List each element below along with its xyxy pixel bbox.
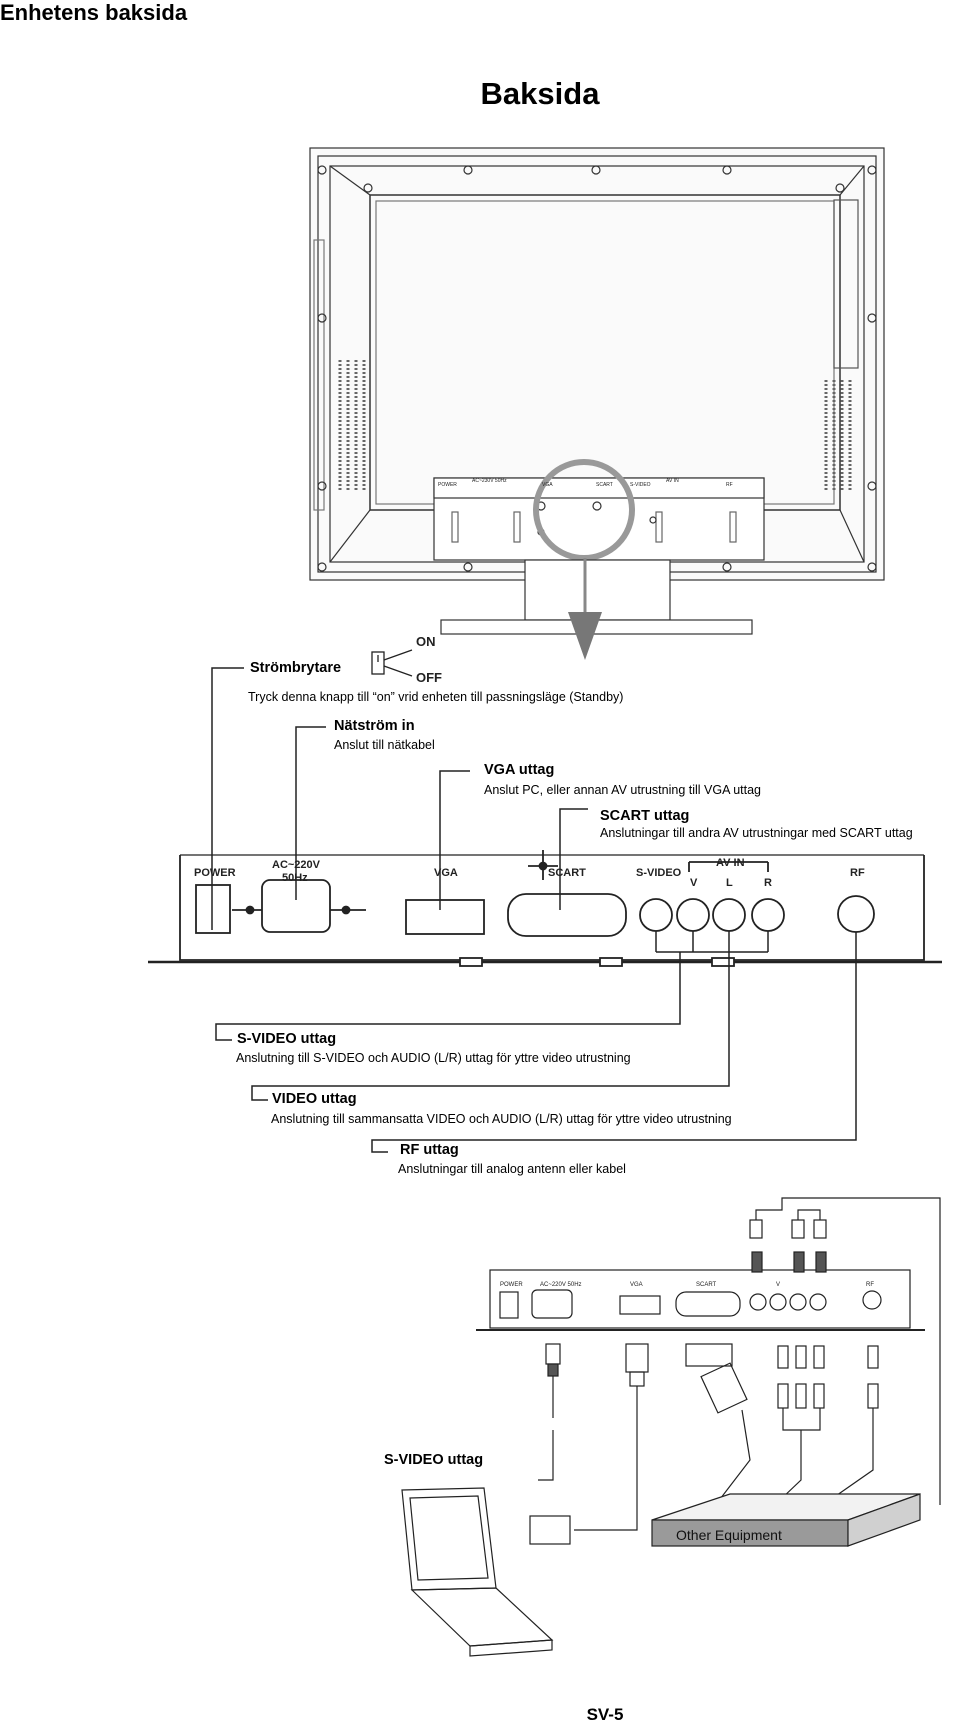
callout-desc-vga: Anslut PC, eller annan AV utrustning til…: [484, 783, 762, 797]
callout-desc-strombrytare: Tryck denna knapp till “on” vrid enheten…: [248, 690, 624, 704]
callout-title-video: VIDEO uttag: [272, 1091, 357, 1107]
tv-label-avin: AV IN: [666, 478, 679, 484]
page-title: Baksida: [480, 76, 600, 111]
connector-panel: [148, 850, 942, 967]
connector-panel-labels: POWER AC~220V 50Hz VGA SCART S-VIDEO AV …: [194, 857, 865, 889]
panel-label-avin: AV IN: [716, 857, 745, 869]
callout-lines-top: [211, 667, 588, 930]
svideo-uttag-label: S-VIDEO uttag: [384, 1452, 484, 1468]
tv-label-svideo: S-VIDEO: [630, 482, 651, 488]
panel-label-rf: RF: [850, 867, 865, 879]
diag-label-vga: VGA: [630, 1282, 643, 1288]
tv-label-ac: AC~230V 50Hz: [472, 478, 507, 484]
down-arrow-icon: [568, 612, 602, 660]
page-number: SV-5: [586, 1705, 624, 1724]
page-heading: Enhetens baksida: [0, 0, 188, 25]
panel-label-v: V: [690, 877, 698, 889]
callout-title-scart: SCART uttag: [600, 808, 690, 824]
panel-label-power: POWER: [194, 867, 236, 879]
connection-diagram-labels: POWER AC~220V 50Hz VGA SCART V RF Other …: [500, 1282, 874, 1543]
callout-desc-natstrom: Anslut till nätkabel: [334, 738, 435, 752]
switch-on-label: ON: [416, 634, 436, 649]
panel-label-scart: SCART: [548, 867, 586, 879]
diag-label-scart: SCART: [696, 1282, 717, 1288]
tv-back-illustration: [309, 147, 885, 635]
panel-label-vga: VGA: [434, 867, 458, 879]
tv-label-vga: VGA: [542, 482, 553, 488]
panel-label-ac: AC~220V: [272, 859, 321, 871]
panel-label-l: L: [726, 877, 733, 889]
callout-desc-svideo: Anslutning till S-VIDEO och AUDIO (L/R) …: [236, 1051, 631, 1065]
connection-diagram: [401, 1197, 941, 1657]
diag-label-ac: AC~220V 50Hz: [540, 1282, 582, 1288]
callout-desc-video: Anslutning till sammansatta VIDEO och AU…: [271, 1112, 732, 1126]
callout-lines-bottom: [215, 931, 857, 1153]
tv-io-labels: POWER AC~230V 50Hz VGA SCART S-VIDEO AV …: [438, 478, 733, 488]
tv-label-scart: SCART: [596, 482, 613, 488]
panel-label-svideo: S-VIDEO: [636, 867, 682, 879]
other-equipment-label: Other Equipment: [676, 1527, 782, 1543]
diag-label-rf: RF: [866, 1282, 874, 1288]
switch-off-label: OFF: [416, 670, 442, 685]
callout-desc-rf: Anslutningar till analog antenn eller ka…: [398, 1162, 626, 1176]
panel-label-r: R: [764, 877, 772, 889]
callout-title-natstrom: Nätström in: [334, 718, 415, 734]
panel-label-hz: 50Hz: [282, 872, 308, 884]
callout-title-strombrytare: Strömbrytare: [250, 660, 342, 676]
callout-title-rf: RF uttag: [400, 1142, 459, 1158]
power-switch-icon: [371, 649, 413, 677]
callout-desc-scart: Anslutningar till andra AV utrustningar …: [600, 826, 913, 840]
callout-title-vga: VGA uttag: [484, 762, 555, 778]
diag-label-power: POWER: [500, 1282, 523, 1288]
callout-title-svideo: S-VIDEO uttag: [237, 1031, 337, 1047]
tv-label-rf: RF: [726, 482, 733, 488]
tv-label-power: POWER: [438, 482, 457, 488]
diag-label-v: V: [776, 1282, 780, 1288]
